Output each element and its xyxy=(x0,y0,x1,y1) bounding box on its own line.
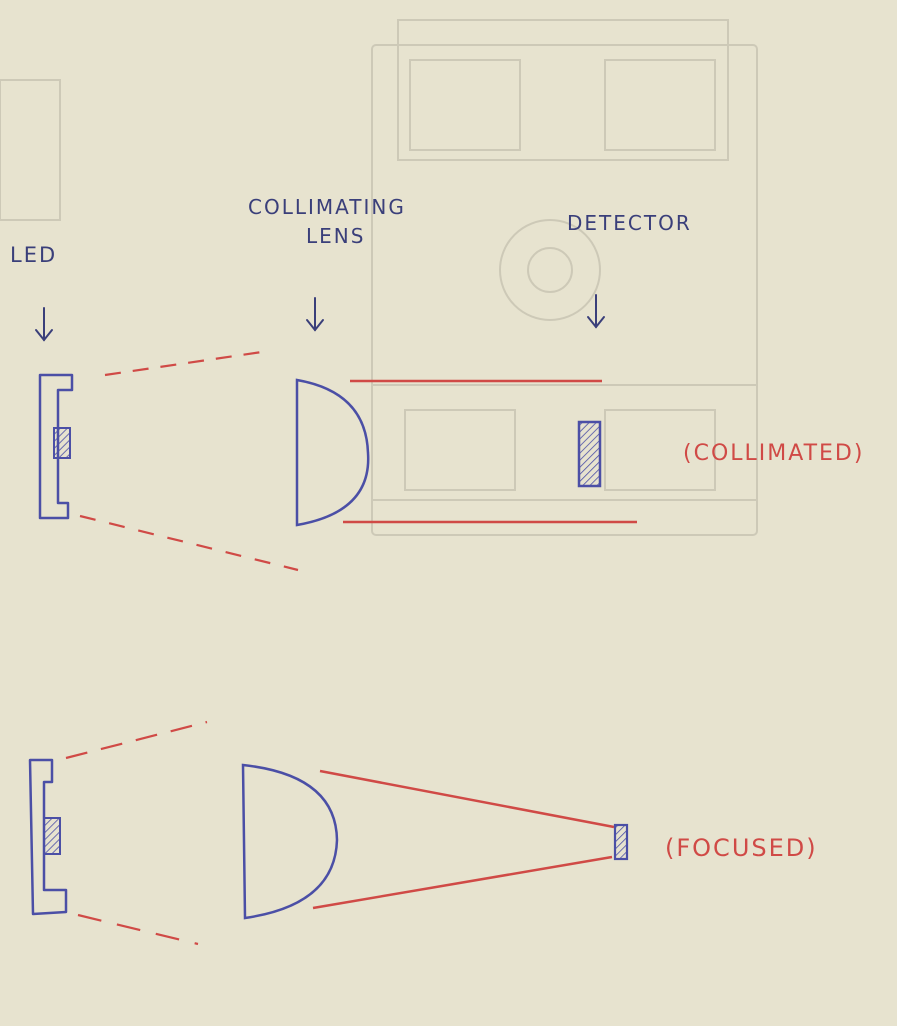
collimating-lens-top xyxy=(295,378,370,527)
led-chip-bottom xyxy=(43,817,61,855)
focused-beam-upper xyxy=(319,769,615,829)
pointer-arrows xyxy=(35,294,605,342)
label-collimating: COLLIMATING xyxy=(248,195,406,219)
collimated-setup xyxy=(38,350,637,572)
background-print xyxy=(0,19,758,536)
focused-beam-lower xyxy=(312,855,613,910)
label-focused: (FOCUSED) xyxy=(665,834,818,862)
led-chip-top xyxy=(53,427,71,459)
arrow-detector-icon xyxy=(587,294,605,329)
led-ray-upper-top xyxy=(104,350,263,377)
focused-setup xyxy=(28,720,629,946)
led-ray-upper-bottom xyxy=(65,720,208,760)
label-led: LED xyxy=(10,243,57,267)
arrow-lens-icon xyxy=(306,297,324,332)
detector-top xyxy=(577,420,602,488)
arrow-led-icon xyxy=(35,307,53,342)
led-ray-lower-top xyxy=(79,514,299,572)
led-housing-top xyxy=(38,373,74,520)
led-housing-bottom xyxy=(28,758,68,916)
focusing-lens-bottom xyxy=(241,763,339,920)
label-detector: DETECTOR xyxy=(567,211,692,235)
led-ray-lower-bottom xyxy=(77,913,199,946)
label-lens: LENS xyxy=(306,224,365,248)
label-collimated: (COLLIMATED) xyxy=(683,441,864,466)
detector-bottom xyxy=(613,823,629,861)
